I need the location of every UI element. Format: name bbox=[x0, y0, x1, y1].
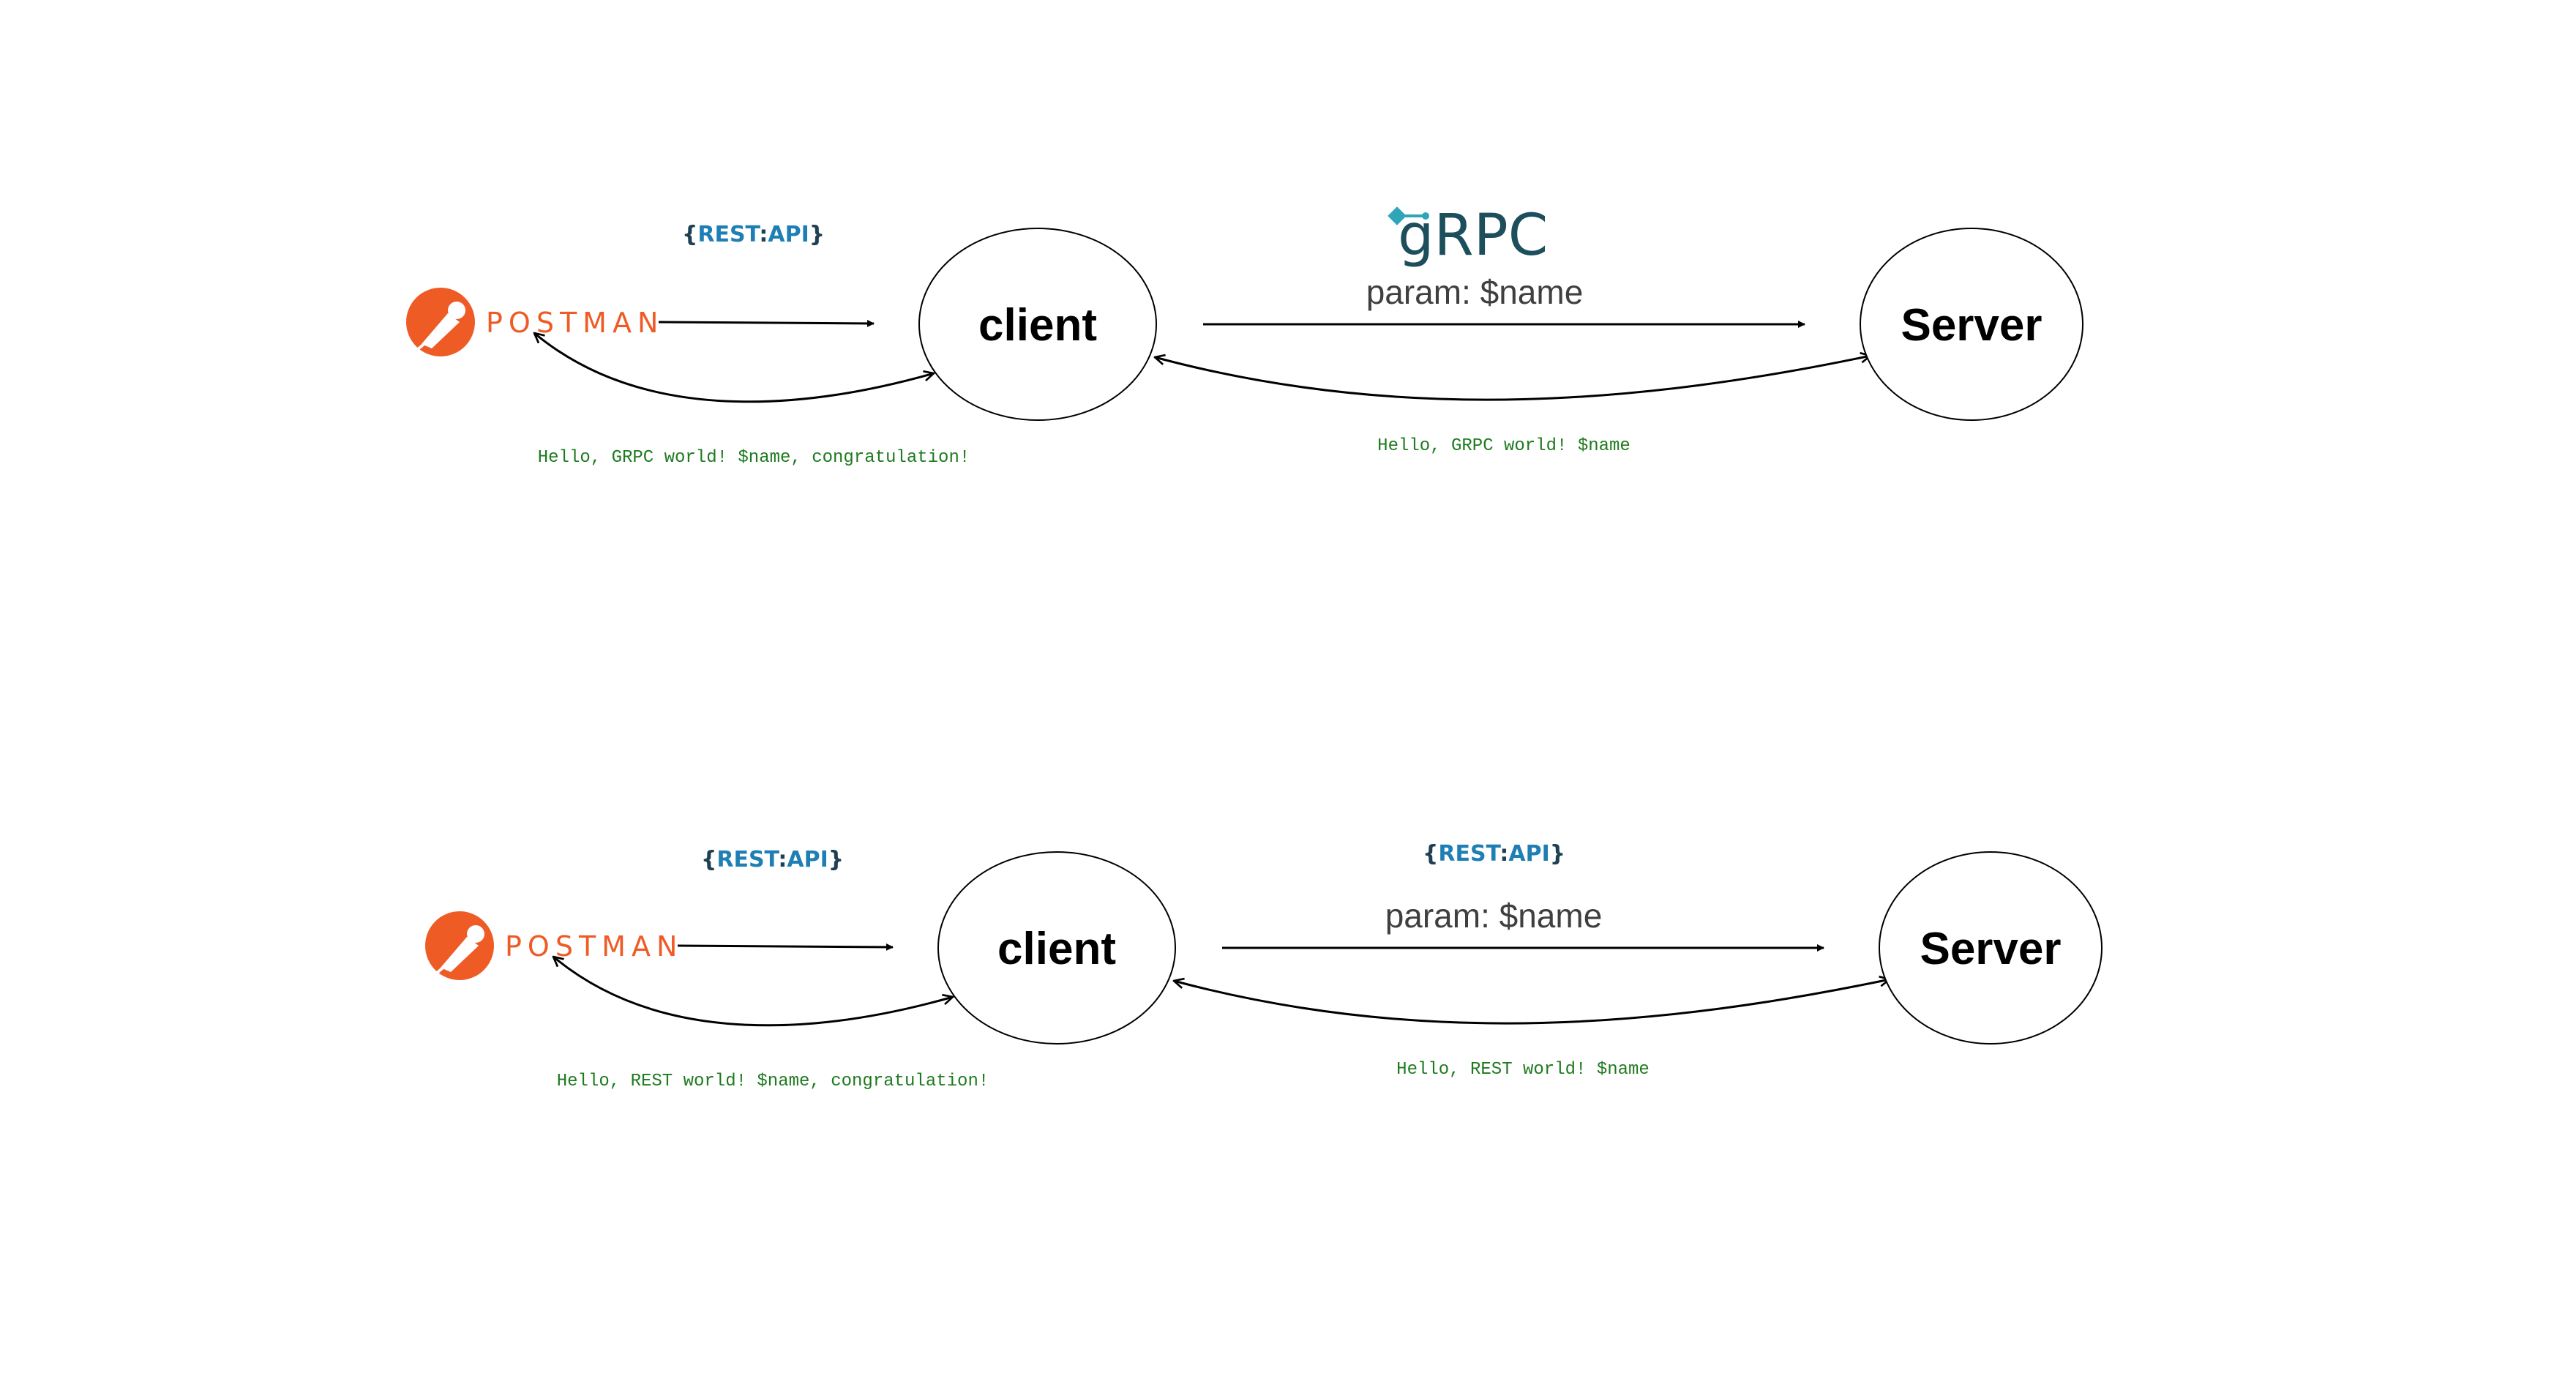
client-node: client bbox=[918, 228, 1157, 421]
request-param-label: param: $name bbox=[1385, 897, 1603, 935]
client-reply-text: Hello, GRPC world! $name, congratulation… bbox=[538, 448, 970, 468]
reply-arrow-server-client bbox=[1174, 979, 1890, 1025]
rest-word: REST bbox=[697, 222, 760, 247]
grpc-logo: gRPC bbox=[1388, 203, 1548, 269]
rest-word: REST bbox=[1438, 841, 1501, 867]
brace-open: { bbox=[1423, 841, 1438, 867]
client-reply-text: Hello, REST world! $name, congratulation… bbox=[557, 1072, 989, 1091]
server-reply-text: Hello, REST world! $name bbox=[1396, 1060, 1650, 1080]
client-node: client bbox=[937, 851, 1176, 1044]
server-label: Server bbox=[1920, 924, 2061, 974]
client-protocol-label: {REST:API} bbox=[701, 847, 844, 872]
api-word: API bbox=[1508, 841, 1549, 867]
api-word: API bbox=[768, 222, 809, 247]
brace-close: } bbox=[809, 222, 825, 247]
colon: : bbox=[778, 847, 787, 872]
brace-open: { bbox=[701, 847, 716, 872]
server-label: Server bbox=[1901, 300, 2042, 351]
client-label: client bbox=[997, 924, 1116, 974]
grpc-diagram: POSTMAN {REST:API} client gRPC param: $n… bbox=[406, 203, 2083, 468]
request-param-label: param: $name bbox=[1366, 273, 1584, 311]
brace-close: } bbox=[828, 847, 844, 872]
reply-arrow-client-postman bbox=[534, 333, 934, 403]
client-protocol-label: {REST:API} bbox=[682, 222, 825, 247]
server-reply-text: Hello, GRPC world! $name bbox=[1377, 436, 1630, 456]
server-node: Server bbox=[1879, 851, 2103, 1044]
brace-open: { bbox=[682, 222, 697, 247]
client-label: client bbox=[978, 300, 1097, 351]
request-arrow-postman-client bbox=[677, 943, 894, 951]
server-protocol-label: {REST:API} bbox=[1423, 841, 1565, 867]
postman-icon bbox=[425, 911, 494, 980]
request-arrow-postman-client bbox=[658, 319, 875, 327]
rest-diagram: POSTMAN {REST:API} client {REST:API} par… bbox=[425, 841, 2103, 1091]
api-word: API bbox=[787, 847, 828, 872]
colon: : bbox=[759, 222, 768, 247]
brace-close: } bbox=[1550, 841, 1565, 867]
server-node: Server bbox=[1860, 228, 2083, 421]
postman-wordmark: POSTMAN bbox=[505, 930, 683, 963]
reply-arrow-client-postman bbox=[553, 957, 953, 1027]
grpc-wordmark: gRPC bbox=[1398, 203, 1548, 269]
colon: : bbox=[1499, 841, 1508, 867]
rest-word: REST bbox=[716, 847, 779, 872]
postman-logo: POSTMAN bbox=[425, 911, 683, 980]
reply-arrow-server-client bbox=[1155, 356, 1871, 401]
postman-wordmark: POSTMAN bbox=[486, 307, 664, 339]
postman-icon bbox=[406, 288, 475, 356]
postman-logo: POSTMAN bbox=[406, 288, 664, 356]
